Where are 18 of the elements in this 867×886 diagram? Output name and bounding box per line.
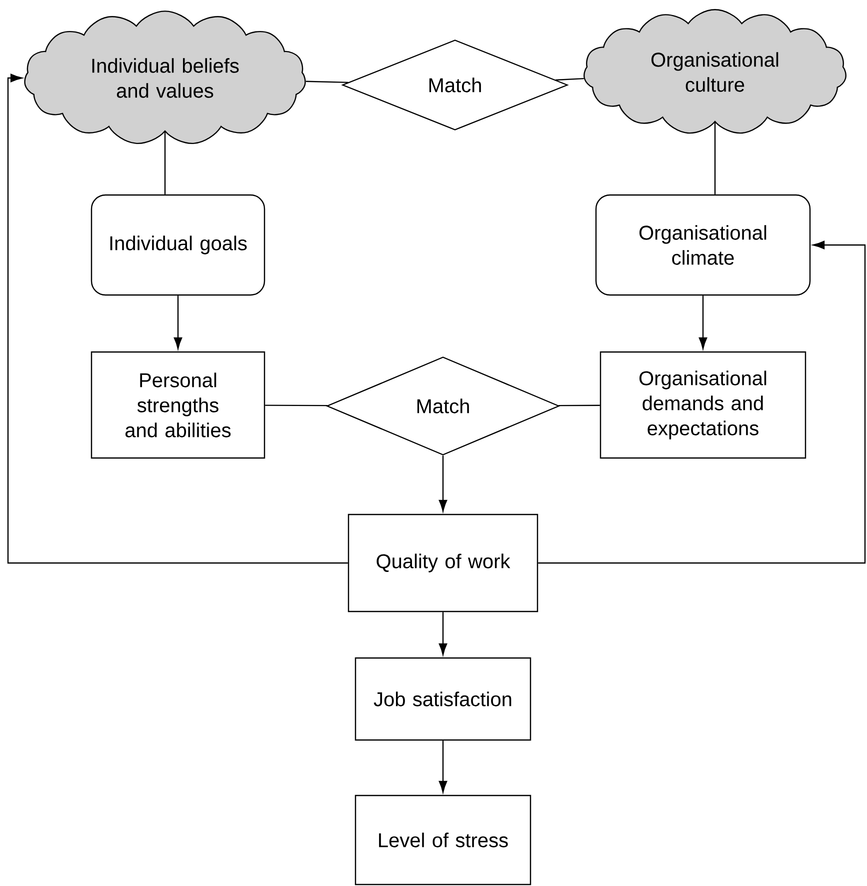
process-box: Quality of work (348, 514, 538, 612)
process-box: Level of stress (354, 794, 532, 886)
rounded-box: Organisational climate (595, 194, 811, 296)
process-box: Personal strengths and abilities (90, 351, 266, 459)
connector-line (556, 78, 584, 81)
arrow (538, 240, 866, 564)
connector-line (558, 404, 600, 406)
process-box: Organisational demands and expectations (600, 351, 806, 459)
arrow (438, 740, 448, 793)
arrow (7, 74, 348, 564)
arrow (438, 456, 448, 512)
arrow (698, 296, 708, 350)
arrow (174, 296, 182, 350)
connector-line (265, 404, 328, 406)
connector-line (306, 80, 348, 84)
process-box: Job satisfaction (354, 657, 532, 741)
arrow (438, 612, 448, 656)
rounded-box: Individual goals (90, 194, 266, 296)
